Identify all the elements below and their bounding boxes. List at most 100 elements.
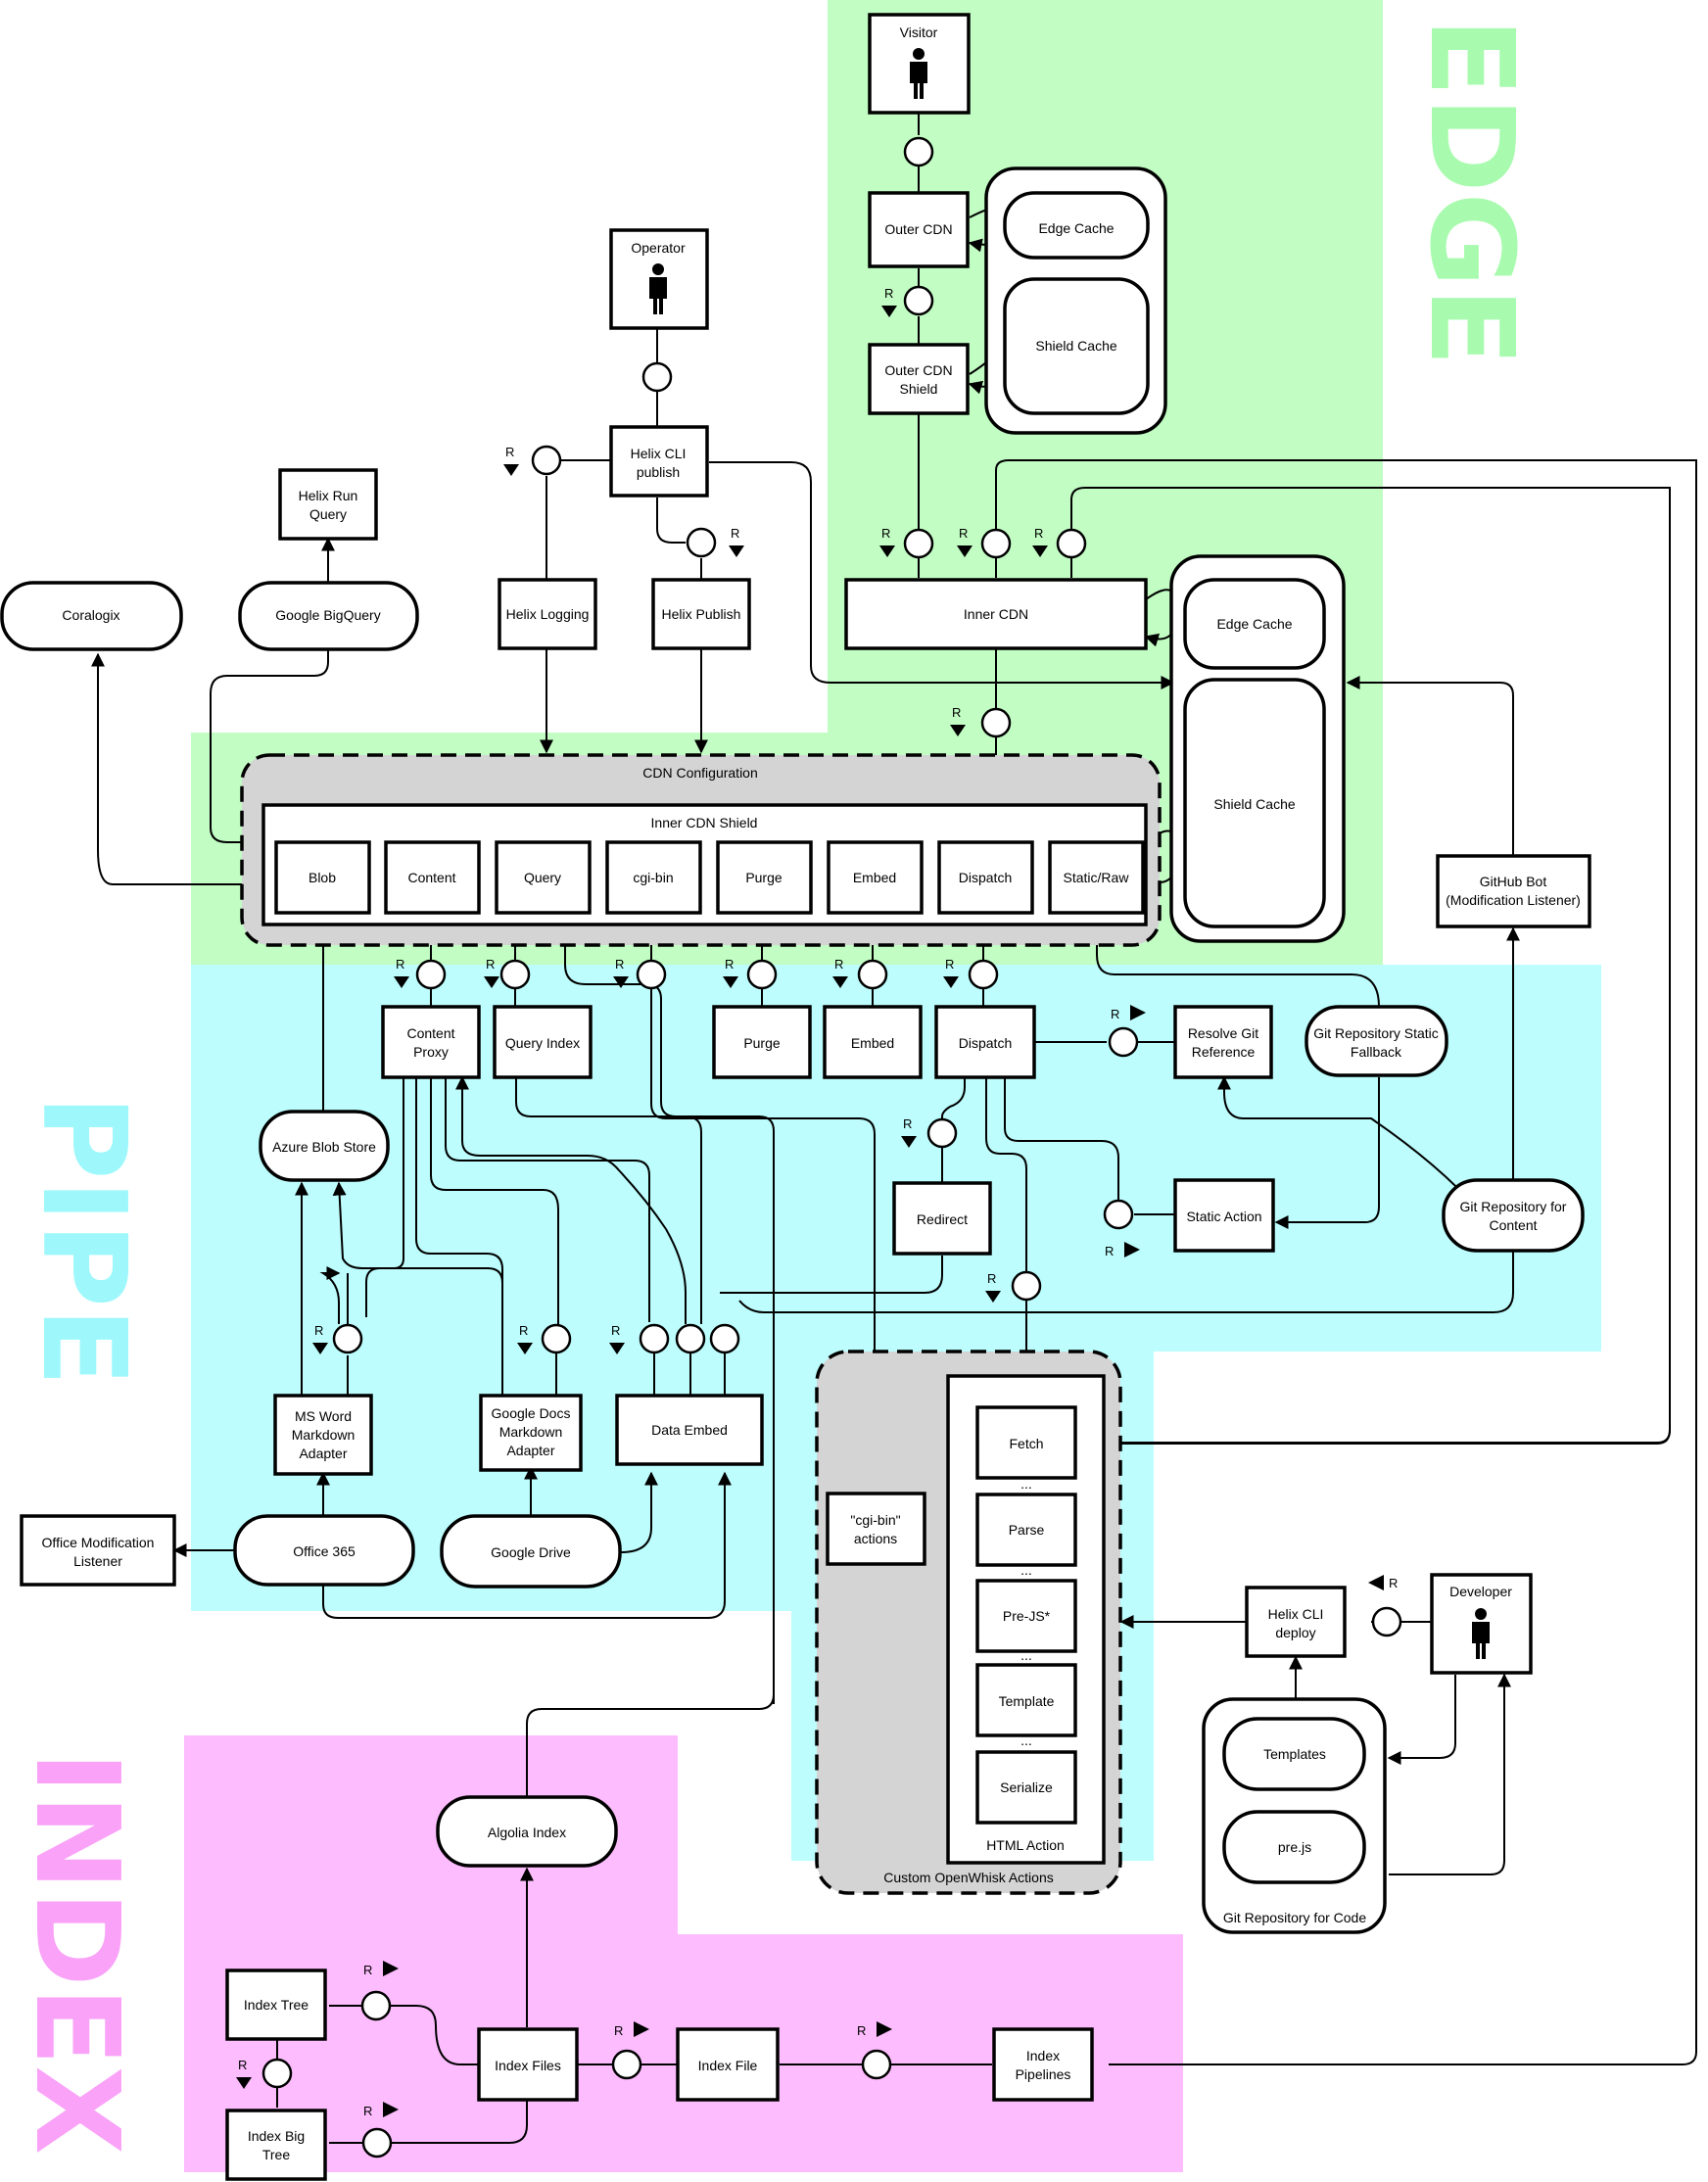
index-pipelines-label-2: Pipelines — [1016, 2066, 1071, 2082]
svg-text:R: R — [1389, 1576, 1398, 1590]
r-marker: R — [943, 957, 959, 988]
cdn-slot-static-raw: Static/Raw — [1048, 840, 1145, 915]
r-marker: R — [1105, 1242, 1140, 1258]
port — [903, 136, 934, 167]
r-marker: R — [312, 1323, 328, 1354]
redirect-label: Redirect — [917, 1211, 968, 1227]
cdn-configuration-title: CDN Configuration — [642, 765, 758, 781]
r-marker: R — [236, 2058, 252, 2089]
r-marker: R — [950, 705, 966, 736]
developer-actor: Developer — [1430, 1573, 1533, 1675]
step-ellipsis: ... — [1020, 1732, 1032, 1748]
azure-blob-store-label: Azure Blob Store — [272, 1139, 376, 1155]
port — [1371, 1606, 1402, 1637]
google-drive-node: Google Drive — [440, 1514, 622, 1589]
svg-text:R: R — [396, 957, 404, 972]
algolia-index-label: Algolia Index — [488, 1825, 566, 1840]
office-365-node: Office 365 — [233, 1514, 415, 1587]
google-bigquery-label: Google BigQuery — [275, 607, 380, 623]
helix-logging-label: Helix Logging — [506, 606, 590, 622]
helix-run-query-label-1: Helix Run — [299, 488, 358, 503]
data-embed-label: Data Embed — [651, 1422, 728, 1438]
operator-label: Operator — [631, 240, 686, 256]
helix-run-query-node: Helix Run Query — [278, 468, 378, 541]
openwhisk-title: Custom OpenWhisk Actions — [883, 1870, 1054, 1885]
cdn-slot-label: Query — [524, 870, 561, 885]
git-static-fallback-label-1: Git Repository Static — [1313, 1025, 1439, 1041]
port — [980, 528, 1012, 559]
r-marker: R — [609, 1323, 625, 1354]
dispatch-node: Dispatch — [934, 1005, 1036, 1079]
port — [1056, 528, 1087, 559]
r-marker: R — [1368, 1575, 1398, 1590]
r-marker: R — [985, 1271, 1001, 1303]
shield-cache-1-label: Shield Cache — [1035, 338, 1116, 354]
coralogix-label: Coralogix — [62, 607, 119, 623]
step-fetch: Fetch — [975, 1405, 1077, 1480]
port — [531, 445, 562, 476]
person-icon — [649, 263, 667, 314]
r-marker: R — [363, 1961, 399, 1977]
index-zone — [184, 1735, 1183, 2172]
google-bigquery-node: Google BigQuery — [238, 581, 419, 651]
embed-node: Embed — [823, 1005, 923, 1079]
office-listener-label-1: Office Modification — [42, 1535, 155, 1550]
shield-cache-2-label: Shield Cache — [1213, 796, 1295, 812]
step-ellipsis: ... — [1020, 1562, 1032, 1578]
office-365-label: Office 365 — [293, 1543, 356, 1559]
helix-cli-publish-label-1: Helix CLI — [631, 446, 687, 461]
zone-label-index: INDEX — [10, 1751, 145, 2155]
index-big-tree-label-1: Index Big — [248, 2128, 305, 2144]
index-file-label: Index File — [698, 2058, 758, 2073]
port — [415, 959, 447, 990]
cdn-slot-label: Embed — [853, 870, 896, 885]
gdocs-label-3: Adapter — [506, 1443, 554, 1458]
r-marker: R — [901, 1116, 917, 1148]
coralogix-node: Coralogix — [0, 581, 183, 651]
port — [541, 1323, 572, 1354]
r-marker: R — [394, 957, 409, 988]
svg-text:R: R — [987, 1271, 996, 1286]
svg-text:R: R — [363, 2104, 372, 2118]
github-bot-label-2: (Modification Listener) — [1446, 892, 1581, 908]
cdn-slot-embed: Embed — [827, 840, 924, 915]
query-index-node: Query Index — [493, 1005, 593, 1079]
git-content-node: Git Repository for Content — [1442, 1178, 1585, 1253]
outer-cdn-shield-node: Outer CDN Shield — [868, 343, 970, 415]
query-index-label: Query Index — [505, 1035, 580, 1051]
index-big-tree-label-2: Tree — [262, 2147, 290, 2162]
r-marker: R — [614, 2021, 649, 2038]
static-action-label: Static Action — [1186, 1209, 1261, 1224]
helix-logging-node: Helix Logging — [498, 578, 597, 650]
port — [1108, 1026, 1139, 1058]
port — [641, 361, 673, 393]
github-bot-label-1: GitHub Bot — [1480, 874, 1547, 889]
port — [903, 528, 934, 559]
port — [636, 959, 667, 990]
port — [968, 959, 999, 990]
nodes: Visitor Outer CDN Edge Cache Shield Cach… — [0, 13, 1591, 2181]
svg-text:R: R — [959, 526, 968, 541]
svg-text:R: R — [884, 286, 893, 301]
step-serialize: Serialize — [975, 1750, 1077, 1825]
svg-text:R: R — [857, 2023, 866, 2038]
dispatch-label: Dispatch — [959, 1035, 1012, 1051]
port — [611, 2049, 642, 2080]
step-label: Parse — [1009, 1522, 1045, 1538]
embed-label: Embed — [851, 1035, 894, 1051]
r-marker: R — [723, 957, 738, 988]
helix-cli-publish-node: Helix CLI publish — [609, 425, 709, 498]
git-static-fallback-node: Git Repository Static Fallback — [1305, 1005, 1448, 1077]
cdn-slot-content: Content — [384, 840, 481, 915]
git-content-label-1: Git Repository for — [1460, 1199, 1567, 1214]
developer-label: Developer — [1449, 1584, 1512, 1599]
helix-cli-deploy-label-1: Helix CLI — [1268, 1606, 1324, 1622]
helix-cli-deploy-label-2: deploy — [1275, 1625, 1315, 1640]
person-icon — [1472, 1608, 1490, 1659]
svg-text:R: R — [1111, 1007, 1119, 1021]
r-marker: R — [503, 445, 519, 476]
svg-text:R: R — [519, 1323, 528, 1338]
r-marker: R — [1032, 526, 1048, 557]
content-proxy-label-2: Proxy — [413, 1044, 449, 1060]
